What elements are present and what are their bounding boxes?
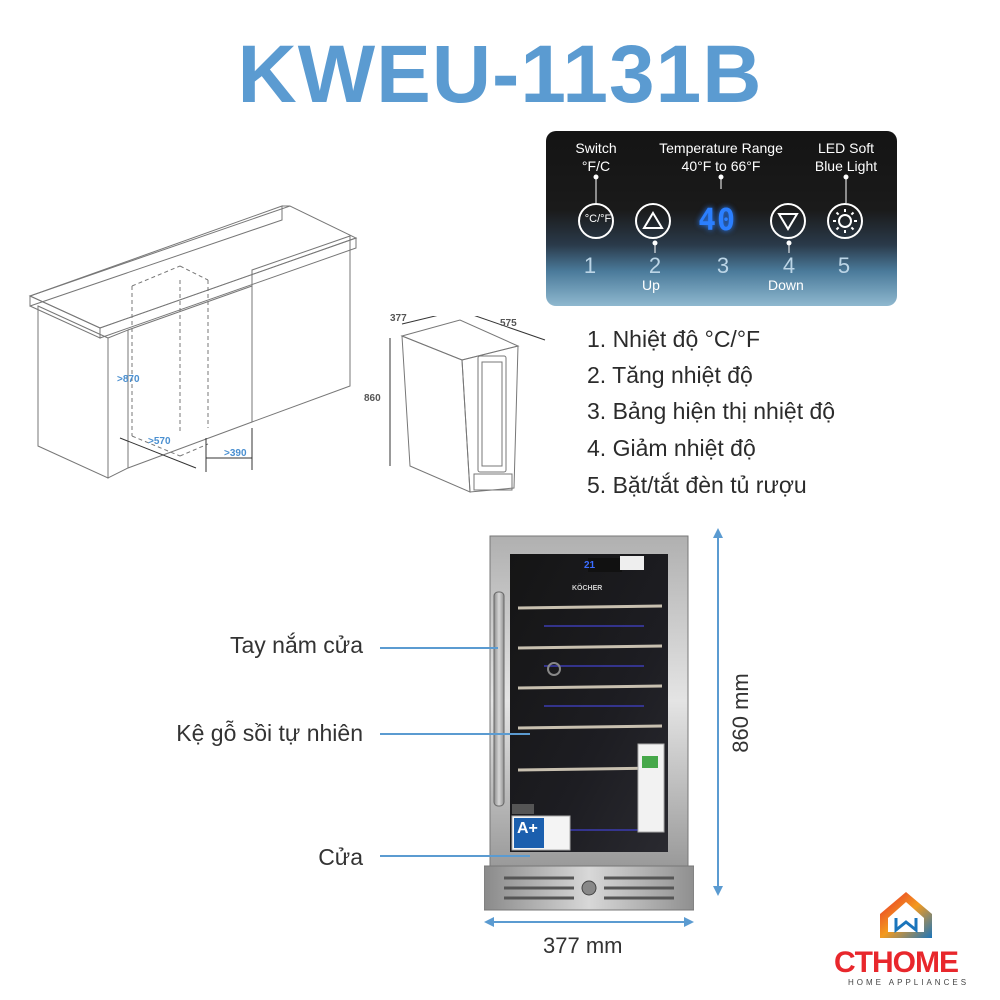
feature-item-3: 3. Bảng hiện thị nhiệt độ	[587, 398, 836, 424]
feature-item-1: 1. Nhiệt độ °C/°F	[587, 326, 761, 352]
down-button[interactable]	[770, 203, 806, 239]
product-title: KWEU-1131B	[237, 29, 763, 120]
fridge-brand-logo: KÖCHER	[572, 585, 603, 592]
up-label: Up	[642, 277, 660, 293]
triangle-down-icon	[777, 213, 799, 231]
energy-label-badge: A+	[517, 820, 538, 837]
brand-name: CTHOME	[834, 946, 959, 979]
unit-switch-button-label: °C/°F	[584, 213, 612, 225]
cabinet-depth-dim: >570	[148, 436, 171, 447]
height-dimension-arrow	[713, 528, 723, 896]
feature-item-5: 5. Bặt/tắt đèn tủ rượu	[587, 472, 807, 498]
led-label: LED Soft	[817, 140, 875, 156]
cabinet-height-dim: >870	[117, 374, 140, 385]
control-panel: Switch °F/C Temperature Range 40°F to 66…	[546, 131, 897, 306]
panel-number-4: 4	[782, 253, 796, 278]
panel-number-2: 2	[648, 253, 662, 278]
wine-fridge-image	[484, 535, 694, 911]
cabinet-width-dim: >390	[224, 448, 247, 459]
temperature-range-value: 40°F to 66°F	[681, 158, 761, 174]
unit-switch-button[interactable]: °C/°F	[578, 203, 614, 239]
fridge-depth-dim: 575	[500, 318, 517, 329]
callout-door: Cửa	[318, 844, 363, 870]
cthome-house-logo-icon	[880, 892, 932, 938]
width-dimension-arrow	[484, 917, 694, 927]
cabinet-installation-diagram	[28, 205, 358, 479]
fridge-display-readout: 21	[584, 560, 596, 571]
brand-tagline: HOME APPLIANCES	[848, 978, 970, 987]
product-width-label: 377 mm	[543, 933, 623, 958]
led-sub-label: Blue Light	[814, 158, 878, 174]
fridge-height-dim: 860	[364, 393, 381, 404]
up-button[interactable]	[635, 203, 671, 239]
fridge-width-dim: 377	[390, 313, 407, 324]
switch-label: Switch	[575, 140, 617, 156]
product-height-label: 860 mm	[728, 673, 753, 753]
triangle-up-icon	[642, 211, 664, 229]
panel-connector-lines	[593, 174, 849, 253]
feature-item-4: 4. Giảm nhiệt độ	[587, 435, 756, 461]
panel-number-3: 3	[716, 253, 730, 278]
panel-number-5: 5	[837, 253, 851, 278]
temperature-range-label: Temperature Range	[659, 140, 783, 156]
light-bulb-icon	[833, 209, 857, 233]
callout-oak-shelf: Kệ gỗ sồi tự nhiên	[176, 720, 363, 746]
switch-unit-label: °F/C	[581, 158, 611, 174]
down-label: Down	[768, 277, 804, 293]
fridge-dimension-diagram	[389, 316, 546, 493]
callout-leader-lines	[380, 647, 530, 857]
light-button[interactable]	[827, 203, 863, 239]
feature-item-2: 2. Tăng nhiệt độ	[587, 362, 753, 388]
temperature-display: 40	[698, 203, 737, 238]
panel-number-1: 1	[583, 253, 597, 278]
brand-logo-text: CTHOME	[834, 946, 959, 980]
callout-door-handle: Tay nắm cửa	[229, 632, 363, 658]
